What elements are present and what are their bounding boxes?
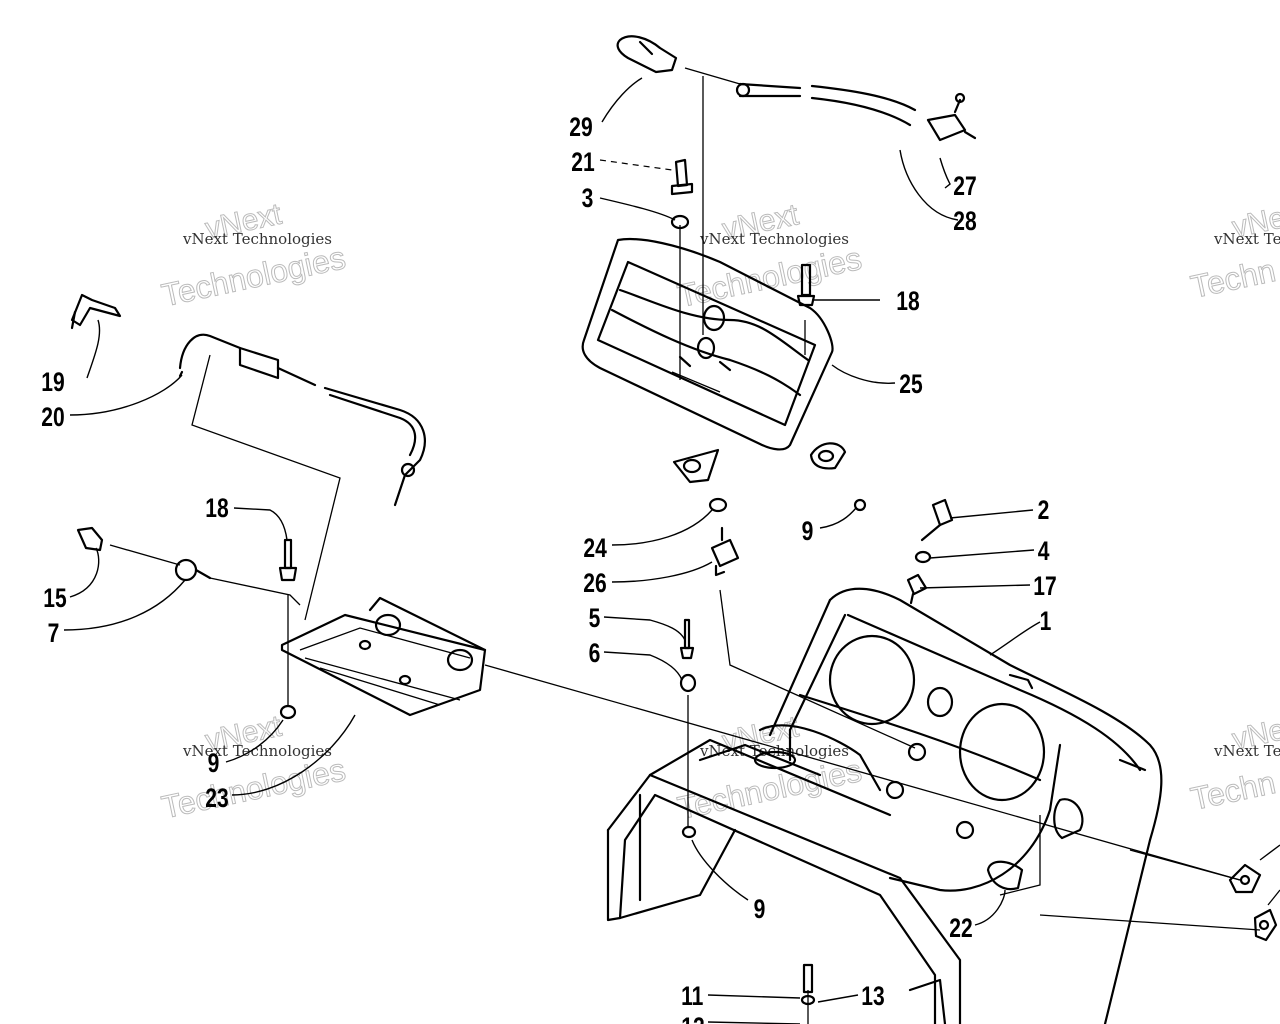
watermark-3: vNext vNext Te Techn (1187, 196, 1280, 306)
watermark-6: vNext vNext Te Techn (1187, 708, 1280, 818)
callout-13: 13 (861, 982, 884, 1012)
callout-6: 6 (589, 639, 601, 669)
callout-7: 7 (48, 619, 60, 649)
callout-3: 3 (582, 184, 594, 214)
callout-18-left: 18 (205, 494, 228, 524)
dash-panel (768, 587, 1163, 1024)
tee-fitting (926, 92, 977, 142)
callout-21: 21 (571, 148, 594, 178)
callout-25: 25 (899, 370, 922, 400)
choke-knob (70, 293, 122, 330)
tube-fitting (616, 35, 678, 74)
callout-23: 23 (205, 784, 228, 814)
callout-19: 19 (41, 368, 64, 398)
callout-17: 17 (1033, 572, 1056, 602)
callout-1: 1 (1040, 607, 1052, 637)
hose (735, 82, 917, 127)
svg-text:vNext Technologies: vNext Technologies (699, 230, 849, 248)
callout-9-right: 9 (802, 517, 814, 547)
callout-5: 5 (589, 604, 601, 634)
instrument-plate (280, 596, 487, 717)
watermark-4: vNext vNext Technologies Technologies (158, 709, 349, 826)
callout-9-left: 9 (208, 749, 220, 779)
callout-2: 2 (1038, 496, 1050, 526)
watermark-1: vNext vNext Technologies Technologies (158, 197, 349, 314)
hardware (76, 158, 1280, 1006)
leader-lines (63, 77, 1041, 1024)
dash-frame (606, 724, 962, 1024)
choke-cable (178, 333, 426, 507)
callout-11: 11 (681, 982, 703, 1012)
svg-text:Technologies: Technologies (158, 239, 348, 313)
callout-24: 24 (583, 534, 607, 564)
callout-18-top: 18 (896, 287, 919, 317)
callout-12: 12 (681, 1013, 704, 1024)
callout-27: 27 (953, 172, 976, 202)
svg-text:Techn: Techn (1188, 252, 1279, 305)
svg-text:Technologies: Technologies (158, 751, 348, 825)
callout-20: 20 (41, 403, 64, 433)
svg-text:vNext Te: vNext Te (1213, 742, 1280, 760)
svg-text:vNext Technologies: vNext Technologies (182, 230, 332, 248)
callout-labels: 1 2 3 4 5 6 7 9 9 9 11 12 13 15 17 18 18… (41, 113, 1056, 1024)
svg-text:vNext Te: vNext Te (1213, 230, 1280, 248)
callout-22: 22 (949, 914, 972, 944)
svg-text:vNext Technologies: vNext Technologies (182, 742, 332, 760)
callout-4: 4 (1038, 537, 1050, 567)
callout-26: 26 (583, 569, 606, 599)
assembly-lines (109, 67, 1261, 1024)
gauge-plate (581, 237, 834, 451)
svg-text:Techn: Techn (1188, 764, 1279, 817)
callout-28: 28 (953, 207, 976, 237)
callout-9-center: 9 (754, 895, 766, 925)
callout-29: 29 (569, 113, 592, 143)
gauge-pads (672, 442, 847, 484)
callout-15: 15 (43, 584, 66, 614)
svg-text:Technologies: Technologies (675, 752, 865, 826)
